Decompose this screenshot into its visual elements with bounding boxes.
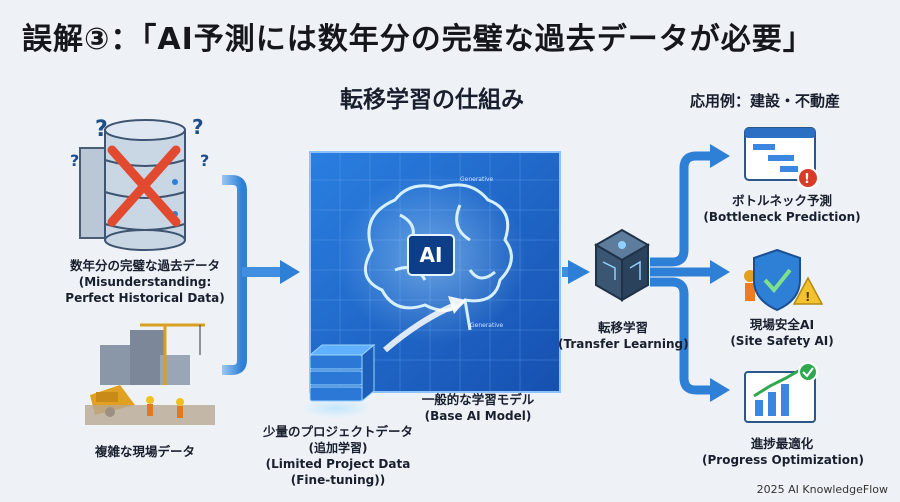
svg-text:?: ? (192, 115, 204, 139)
transfer-label-en: (Transfer Learning) (558, 337, 689, 351)
database-label-jp: 数年分の完璧な過去データ (69, 258, 220, 273)
arrow-head-middle (710, 260, 730, 284)
input-merge-arrow (222, 175, 300, 375)
application-label-en: (Site Safety AI) (730, 334, 834, 348)
ai-badge: AI (419, 243, 443, 267)
database-icon: ? ? ? ? (70, 115, 209, 251)
svg-text:?: ? (200, 151, 209, 170)
project-data-stack-icon (300, 343, 376, 418)
blueprint-note-top: Generative (460, 176, 494, 183)
brain-icon (363, 183, 513, 331)
base-model-label: 一般的な学習モデル (Base AI Model) (398, 392, 558, 424)
construction-site-icon (85, 323, 215, 425)
svg-text:?: ? (70, 151, 79, 170)
gantt-chart-icon: ! (744, 127, 819, 189)
blueprint-note-bottom: Generative (470, 322, 504, 329)
svg-text:!: ! (805, 290, 810, 304)
credit-text: 2025 AI KnowledgeFlow (756, 483, 888, 496)
application-label-en: (Bottleneck Prediction) (703, 210, 861, 224)
growth-chart-icon (744, 362, 818, 423)
database-label: 数年分の完璧な過去データ (Misunderstanding: Perfect … (50, 258, 240, 306)
transfer-label-jp: 転移学習 (597, 320, 648, 335)
construction-label: 複雑な現場データ (94, 444, 195, 459)
project-data-label-en2: (Fine-tuning)) (290, 473, 386, 487)
base-model-label-en: (Base AI Model) (424, 409, 532, 423)
base-model-panel (309, 151, 561, 393)
application-label-jp: 進捗最適化 (750, 436, 814, 451)
page-title: 誤解③：「AI予測には数年分の完璧な過去データが必要」 (22, 22, 814, 57)
application-progress: 進捗最適化 (Progress Optimization) (702, 436, 865, 468)
application-bottleneck: ボトルネック予測 (Bottleneck Prediction) (702, 193, 862, 225)
application-label-en: (Progress Optimization) (702, 453, 865, 467)
project-data-label-jp: 少量のプロジェクトデータ (262, 424, 413, 439)
database-label-en1: (Misunderstanding: (78, 275, 212, 289)
arrow-head-bottom (710, 378, 730, 402)
diagram-subtitle: 転移学習の仕組み (340, 87, 524, 113)
svg-text:!: ! (804, 172, 810, 187)
application-label-jp: 現場安全AI (749, 317, 815, 332)
project-data-label-jp2: (追加学習) (308, 441, 368, 455)
database-label-en2: Perfect Historical Data) (65, 291, 225, 305)
transfer-learning-cube-icon (593, 228, 651, 302)
to-transfer-arrow (562, 260, 590, 284)
base-model-label-jp: 一般的な学習モデル (421, 392, 535, 407)
transfer-label: 転移学習 (Transfer Learning) (558, 320, 689, 352)
application-site-safety: 現場安全AI (Site Safety AI) (702, 317, 862, 349)
branch-arrows (650, 151, 712, 395)
applications-title: 応用例：建設・不動産 (690, 92, 841, 110)
project-data-label-en1: (Limited Project Data (265, 457, 411, 471)
project-data-label: 少量のプロジェクトデータ (追加学習) (Limited Project Dat… (238, 424, 438, 488)
application-label-jp: ボトルネック予測 (731, 193, 832, 208)
arrow-head-top (710, 144, 730, 168)
site-safety-icon: ! (744, 248, 824, 312)
